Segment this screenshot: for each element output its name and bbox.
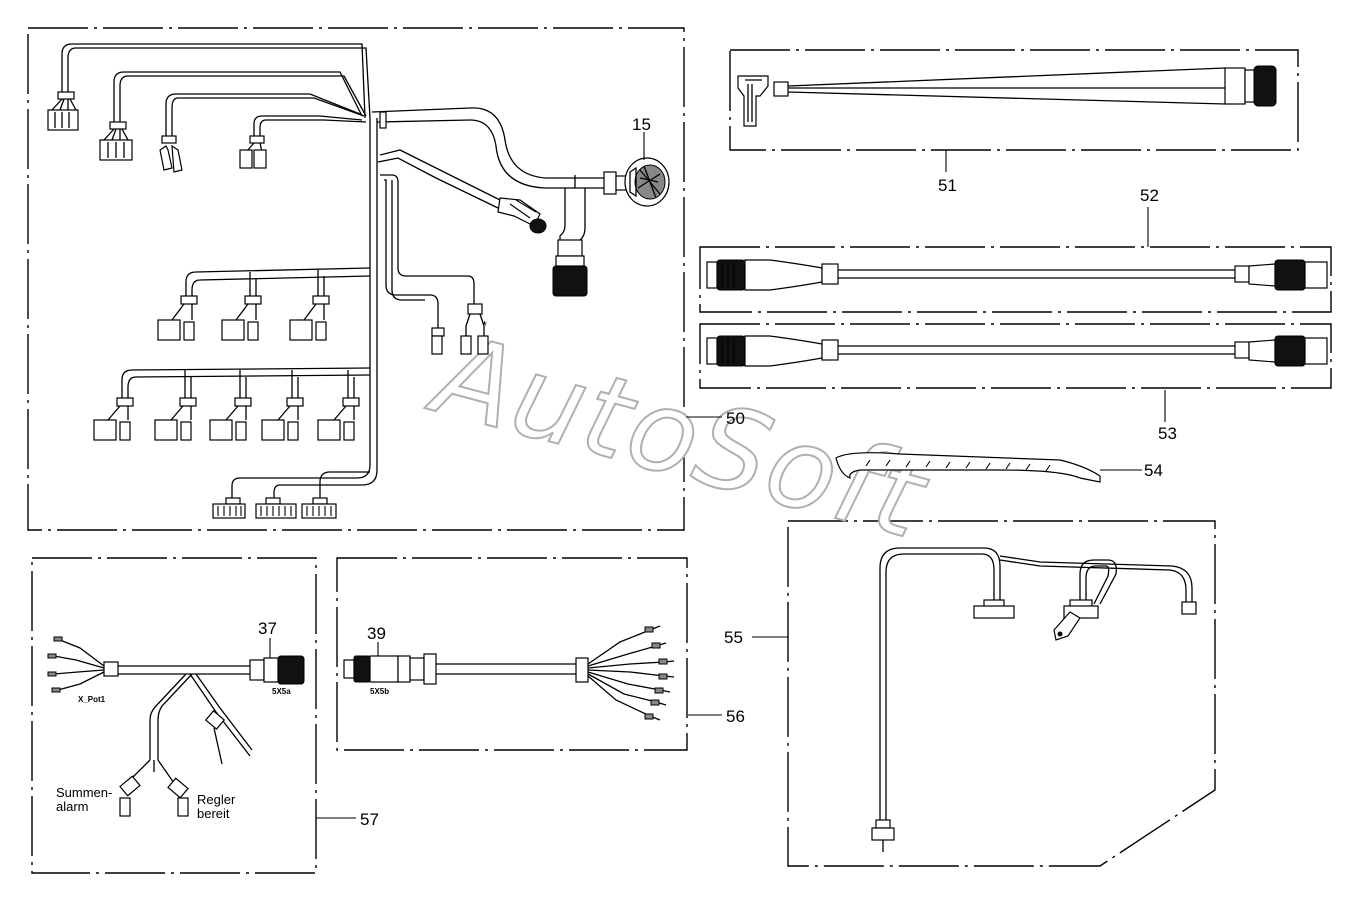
callout-55: 55 [724,628,743,647]
label-regler-line2: bereit [197,806,230,821]
callout-37: 37 [258,619,277,638]
harness-50: * [47,43,670,519]
callout-52: 52 [1140,186,1159,205]
cable-56 [343,625,675,721]
label-5x5b: 5X5b [370,687,389,696]
callout-50: 50 [726,409,745,428]
callout-56: 56 [726,707,745,726]
frame-harness-50 [27,27,685,531]
cable-51 [737,65,1277,127]
frame-cable-52 [699,246,1332,313]
asterisk-label: * [482,318,487,333]
frame-cable-51 [729,49,1299,151]
label-5x5a: 5X5a [272,687,291,696]
cable-57 [47,636,305,817]
frame-cable-53 [699,323,1332,389]
callout-53: 53 [1158,424,1177,443]
strap-54 [835,452,1101,483]
watermark-text: AutoSoft [417,308,940,565]
frame-harness-55 [787,520,1216,867]
callout-57: 57 [360,810,379,829]
label-summenalarm-line1: Summen- [56,785,112,800]
callout-15: 15 [632,115,651,134]
label-x-pot: X_Pot1 [78,695,106,704]
cable-53 [706,335,1328,367]
harness-55 [871,547,1197,852]
frame-cable-57 [31,557,317,874]
callout-51: 51 [938,176,957,195]
callout-39: 39 [367,624,386,643]
frame-cable-56 [336,557,688,751]
cable-52 [706,259,1328,291]
label-regler-line1: Regler [197,792,236,807]
callout-54: 54 [1144,461,1163,480]
label-summenalarm-line2: alarm [56,799,89,814]
